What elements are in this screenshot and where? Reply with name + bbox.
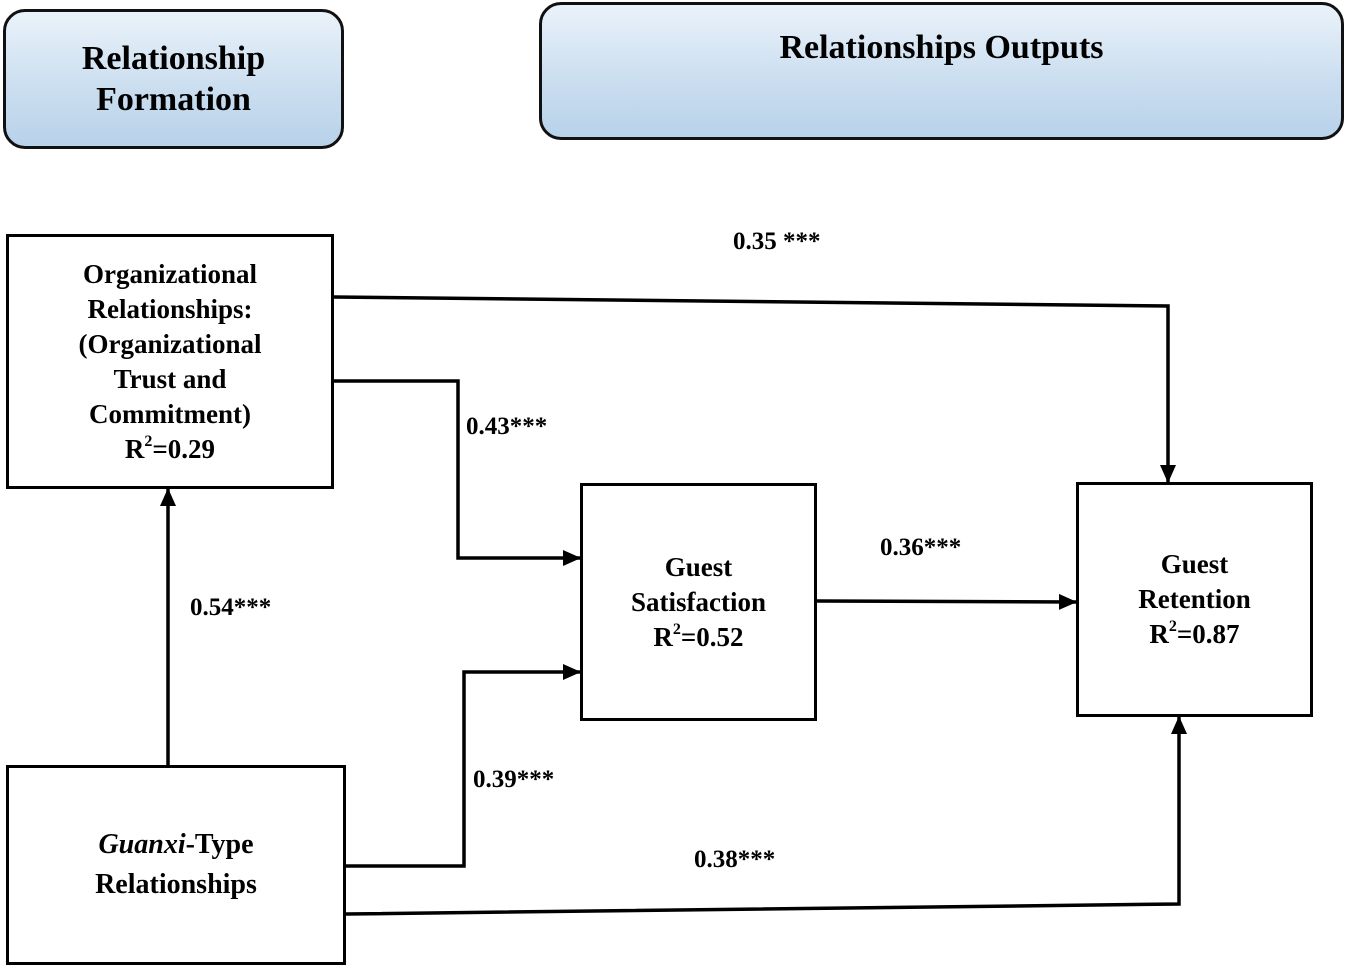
guanxi-line-2: Relationships bbox=[95, 869, 257, 900]
guanxi-line-1: Guanxi-Type bbox=[98, 829, 254, 860]
coef-org-to-satisfaction: 0.43*** bbox=[466, 413, 548, 440]
retention-line-2: Retention bbox=[1138, 584, 1251, 614]
coef-satisfaction-to-retention: 0.36*** bbox=[880, 534, 962, 561]
org-r-squared: R2=0.29 bbox=[124, 432, 216, 464]
coef-guanxi-to-satisfaction: 0.39*** bbox=[473, 766, 555, 793]
satisfaction-line-1: Guest bbox=[664, 551, 733, 582]
coef-guanxi-to-retention: 0.38*** bbox=[694, 846, 776, 873]
retention-r-squared: R2=0.87 bbox=[1149, 618, 1240, 650]
org-line-4: Trust and bbox=[113, 363, 227, 394]
relationships-outputs-header: Relationships Outputs bbox=[539, 2, 1344, 140]
org-line-1: Organizational bbox=[83, 258, 257, 289]
satisfaction-line-2: Satisfaction bbox=[631, 586, 766, 617]
arrow-guanxi-to-satisfaction bbox=[346, 664, 581, 868]
arrow-guanxi-to-retention bbox=[345, 716, 1187, 916]
header-formation-line2: Formation bbox=[96, 81, 251, 118]
org-line-3: (Organizational bbox=[78, 328, 262, 359]
arrow-org-to-satisfaction bbox=[334, 379, 581, 566]
guest-retention-box: Guest Retention R2=0.87 bbox=[1076, 482, 1313, 717]
relationship-formation-header: Relationship Formation bbox=[3, 9, 344, 149]
header-formation-line1: Relationship bbox=[81, 40, 266, 77]
organizational-relationships-box: Organizational Relationships: (Organizat… bbox=[6, 234, 334, 489]
coef-org-to-retention: 0.35 *** bbox=[733, 228, 821, 255]
coef-guanxi-to-org: 0.54*** bbox=[190, 594, 272, 621]
org-line-2: Relationships: bbox=[87, 293, 253, 324]
retention-line-1: Guest bbox=[1160, 549, 1229, 579]
guanxi-type-relationships-box: Guanxi-Type Relationships bbox=[6, 765, 346, 965]
satisfaction-r-squared: R2=0.52 bbox=[653, 620, 744, 652]
header-outputs-label: Relationships Outputs bbox=[779, 29, 1104, 66]
guest-satisfaction-box: Guest Satisfaction R2=0.52 bbox=[580, 483, 817, 721]
arrow-satisfaction-to-retention bbox=[816, 593, 1077, 610]
org-line-5: Commitment) bbox=[89, 398, 251, 429]
arrow-org-to-retention bbox=[333, 295, 1176, 483]
